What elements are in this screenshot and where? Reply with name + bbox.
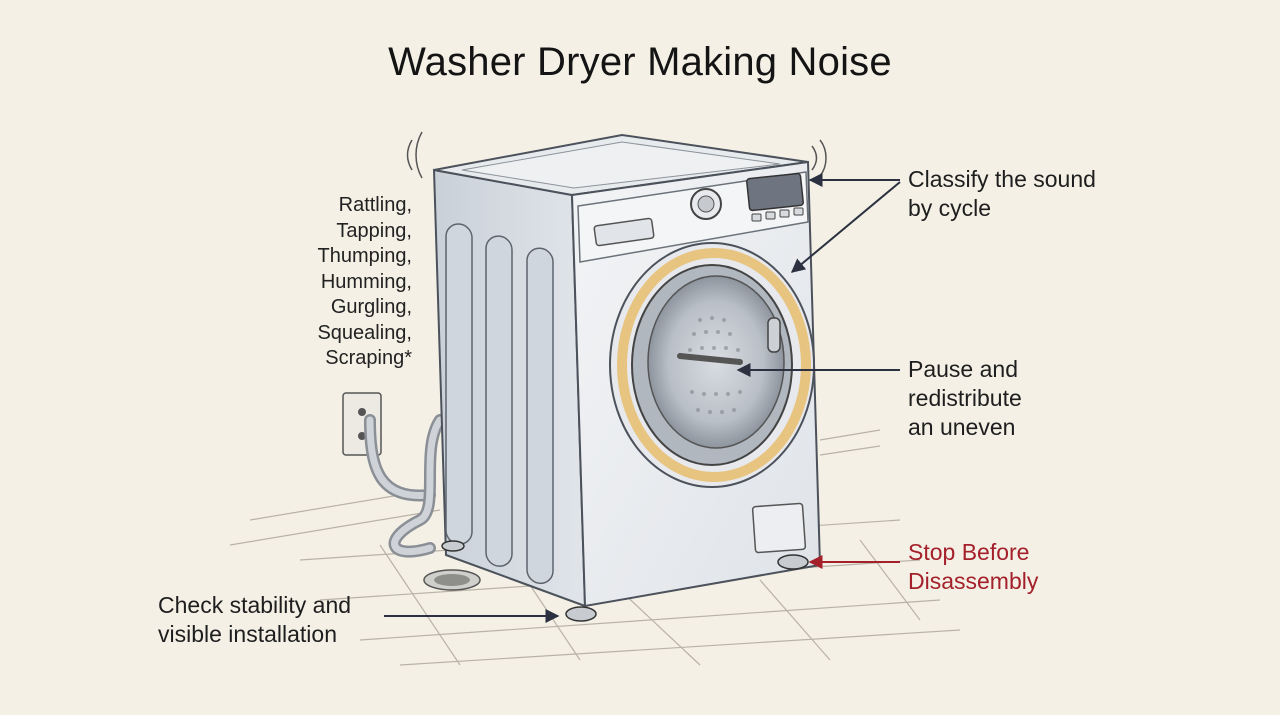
sound-item: Scraping*: [325, 347, 412, 369]
sound-item: Thumping,: [317, 245, 413, 267]
washer-door: [609, 242, 815, 488]
sound-item: Gurgling,: [330, 296, 412, 318]
sound-item: Tapping,: [336, 219, 412, 242]
callout-check-stability: Check stability and visible installation: [158, 591, 351, 649]
leveling-feet: [441, 540, 809, 622]
callout-line: Check stability and: [158, 592, 352, 618]
callout-line: by cycle: [908, 195, 992, 221]
floor-drain: [423, 569, 481, 591]
callout-stop-before-disassembly: Stop Before Disassembly: [908, 538, 1038, 596]
callout-pause-redistribute: Pause and redistribute an uneven: [908, 355, 1022, 442]
callout-line: Classify the sound: [908, 166, 1096, 192]
callout-line: Stop Before: [908, 539, 1030, 565]
callout-line: redistribute: [908, 385, 1022, 411]
callout-line: Pause and: [908, 356, 1018, 382]
sound-item: Squealing,: [317, 321, 412, 344]
diagram-title: Washer Dryer Making Noise: [388, 40, 892, 84]
vibration-marks: [406, 131, 827, 179]
callout-line: an uneven: [908, 414, 1016, 440]
arrow-classify-ring: [790, 181, 901, 273]
sound-item: Rattling,: [338, 194, 412, 216]
callout-classify-sound: Classify the sound by cycle: [908, 165, 1096, 223]
callout-arrows: [384, 173, 901, 623]
sound-types-list: Rattling, Tapping, Thumping, Humming, Gu…: [317, 193, 412, 372]
drain-hose: [364, 414, 446, 558]
callout-line: visible installation: [158, 621, 337, 647]
washer-body: [432, 133, 822, 622]
callout-line: Disassembly: [908, 568, 1039, 594]
sound-item: Humming,: [320, 270, 412, 293]
